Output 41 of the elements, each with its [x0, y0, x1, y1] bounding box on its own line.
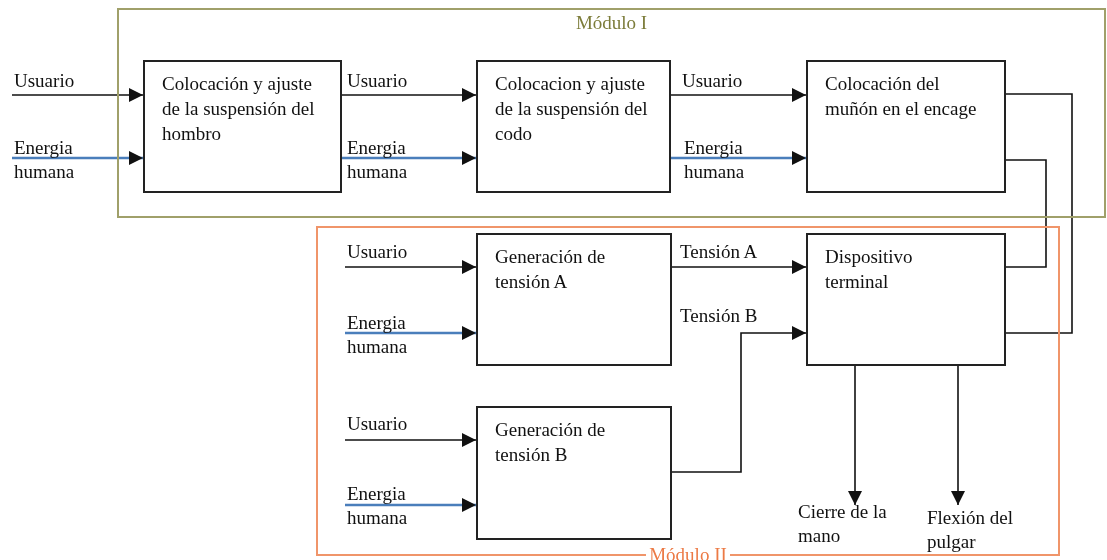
arrow: [12, 151, 143, 165]
process-label: Generación de tensión B: [495, 418, 607, 467]
edge-label: Tensión A: [680, 241, 759, 263]
process-label: Colocación y ajuste de la suspensión del hombro: [162, 72, 316, 146]
arrow: [11, 88, 144, 102]
edge-label: Cierre de la mano: [798, 500, 888, 548]
arrow: [341, 88, 477, 102]
edge-label: Usuario: [682, 70, 744, 92]
arrow: [670, 88, 807, 102]
edge-label: Energia humana: [347, 136, 409, 184]
process-label: Colocacion y ajuste de la suspensión del codo: [495, 72, 649, 146]
process-box: [806, 60, 1006, 193]
module-frame: [117, 8, 1106, 218]
arrow: [345, 498, 476, 512]
process-box: [476, 233, 672, 366]
arrow: [671, 326, 807, 473]
process-box: [476, 406, 672, 540]
arrow: [671, 151, 806, 165]
process-box: [143, 60, 342, 193]
process-label: Colocación del muñón en el encage: [825, 72, 978, 121]
arrow: [848, 365, 862, 506]
edge-label: Energia humana: [684, 136, 746, 184]
process-label: Generación de tensión A: [495, 245, 607, 294]
edge-label: Energia humana: [14, 136, 76, 184]
process-label: Dispositivo terminal: [825, 245, 914, 294]
arrow: [345, 326, 476, 340]
arrow: [344, 260, 477, 274]
edge-label: Energia humana: [347, 311, 409, 359]
edge-label: Flexión del pulgar: [927, 506, 1015, 554]
edge-label: Tensión B: [680, 305, 759, 327]
edge-label: Energia humana: [347, 482, 409, 530]
edge-label: Usuario: [347, 241, 409, 263]
arrow: [342, 151, 476, 165]
arrow: [344, 433, 477, 447]
edge-label: Usuario: [347, 413, 409, 435]
edge-label: Usuario: [14, 70, 76, 92]
process-box: [806, 233, 1006, 366]
edge-label: Usuario: [347, 70, 409, 92]
process-box: [476, 60, 671, 193]
arrow: [671, 260, 807, 274]
arrow: [951, 365, 965, 506]
